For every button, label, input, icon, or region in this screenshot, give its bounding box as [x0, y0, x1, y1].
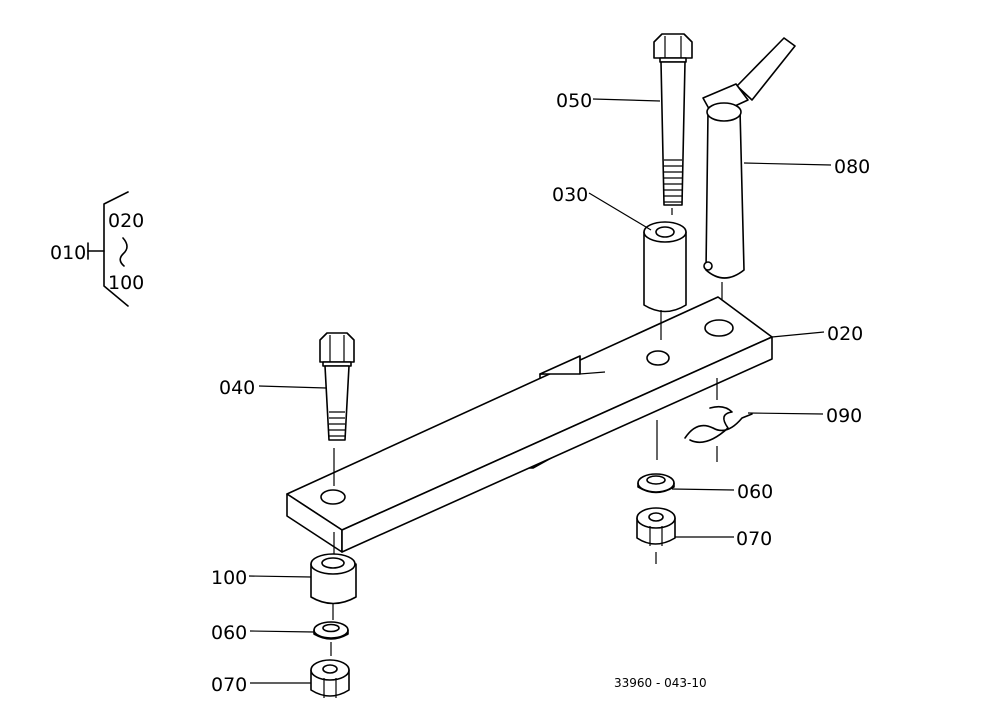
label-collar-bottom: 100 — [211, 567, 247, 589]
label-nut-right: 070 — [736, 528, 772, 550]
bolt-long — [653, 33, 693, 215]
label-bolt-short: 040 — [219, 377, 255, 399]
leader-lines — [248, 98, 832, 684]
label-assembly: 010 — [50, 242, 86, 264]
collar-bottom — [310, 532, 357, 620]
pin — [702, 37, 796, 300]
washer-right — [637, 420, 675, 494]
clip — [684, 378, 753, 462]
label-range-end: 100 — [108, 272, 144, 294]
nut-left — [310, 659, 350, 698]
label-washer-left: 060 — [211, 622, 247, 644]
label-bolt-long: 050 — [556, 90, 592, 112]
nut-right — [636, 507, 676, 564]
label-range-start: 020 — [108, 210, 144, 232]
collar-top — [643, 221, 687, 340]
label-pin: 080 — [834, 156, 870, 178]
label-nut-left: 070 — [211, 674, 247, 696]
label-clip: 090 — [826, 405, 862, 427]
assembly-bracket — [87, 191, 129, 307]
bolt-short — [319, 332, 355, 486]
label-washer-right: 060 — [737, 481, 773, 503]
washer-left — [313, 621, 349, 656]
label-bar: 020 — [827, 323, 863, 345]
main-bar — [286, 296, 773, 553]
drawing-code: 33960 - 043-10 — [614, 676, 707, 690]
label-collar-top: 030 — [552, 184, 588, 206]
